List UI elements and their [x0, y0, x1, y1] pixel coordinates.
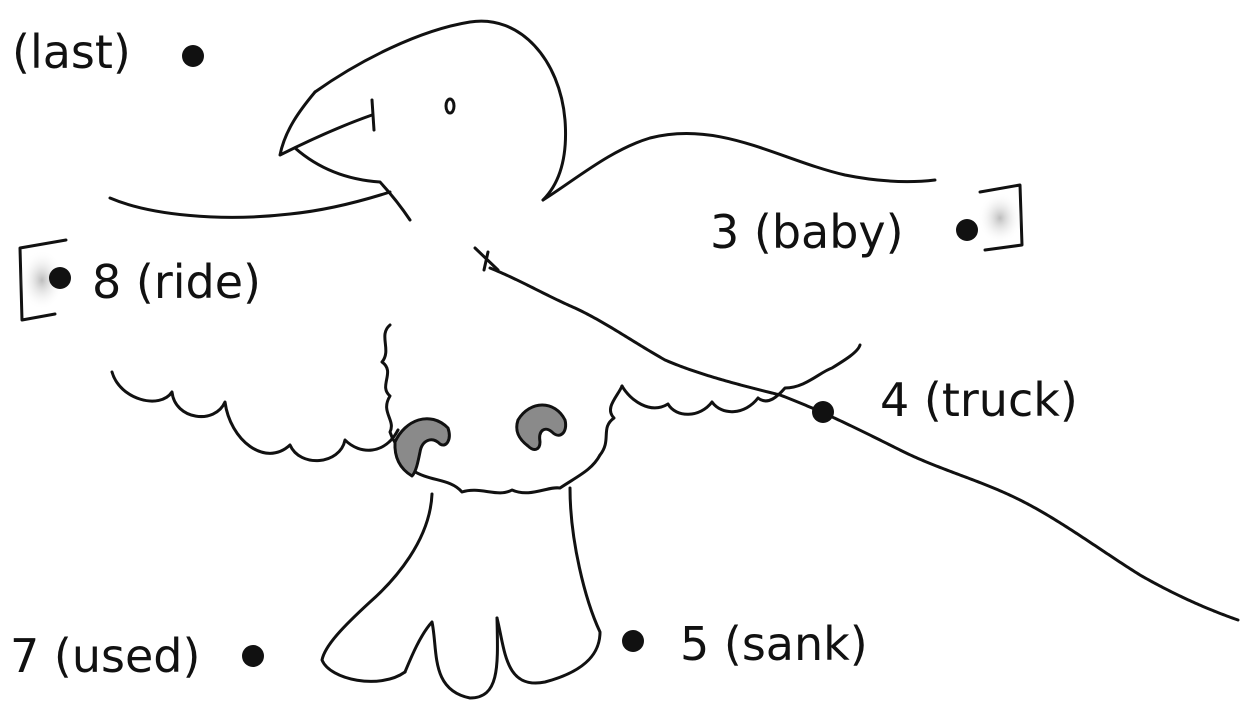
- dot-last: [182, 45, 204, 67]
- label-baby: 3 (baby): [710, 205, 904, 259]
- dot-truck: [812, 401, 834, 423]
- label-truck: 4 (truck): [880, 373, 1078, 427]
- label-last: (last): [12, 25, 131, 79]
- right-wing-scallops: [620, 343, 862, 416]
- string-cross: [473, 246, 500, 272]
- right-claw: [515, 403, 568, 451]
- tail-right-feather: [495, 486, 602, 685]
- dot-ride: [49, 267, 71, 289]
- dot-sank: [622, 630, 644, 652]
- tail-mid-feather: [403, 616, 499, 700]
- left-wing-top: [108, 190, 392, 219]
- right-tab-smudge: [978, 192, 1022, 244]
- left-wing-scallops: [110, 370, 400, 462]
- bird-beak-upper: [278, 90, 374, 157]
- label-used: 7 (used): [10, 629, 200, 683]
- bird-eye: [444, 97, 456, 115]
- bird-drawing: [18, 19, 1240, 700]
- dot-used: [242, 645, 264, 667]
- dot-baby: [956, 219, 978, 241]
- body-right-fluff: [598, 384, 624, 457]
- body-bottom-fluff: [410, 453, 602, 495]
- left-tab-smudge: [20, 250, 64, 310]
- label-ride: 8 (ride): [92, 255, 261, 309]
- bird-beak-lower: [293, 146, 412, 222]
- left-claw: [393, 417, 451, 478]
- kite-string: [488, 266, 1240, 622]
- labels: (last) 3 (baby) 8 (ride) 4 (truck) 7 (us…: [10, 25, 1078, 683]
- tail-left-edge: [320, 492, 434, 683]
- dots: [49, 45, 978, 667]
- bird-beak-mark: [370, 98, 376, 132]
- right-wing-top: [541, 131, 937, 202]
- label-sank: 5 (sank): [680, 617, 868, 671]
- bird-head-outline: [313, 19, 568, 202]
